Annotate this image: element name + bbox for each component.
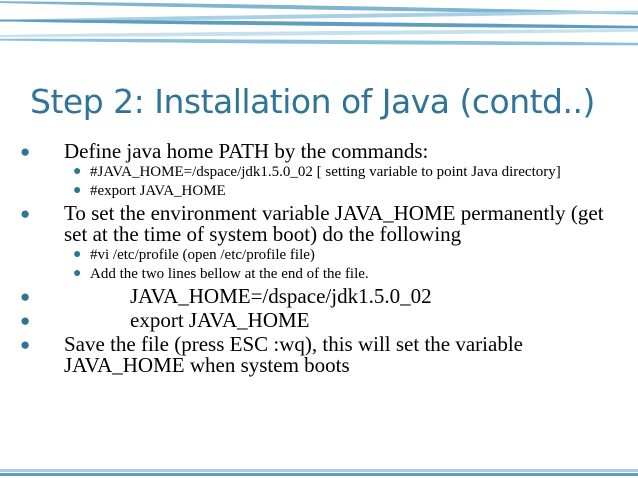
bullet-list: ● Define java home PATH by the commands:… <box>20 141 620 379</box>
decorative-wave-band-top <box>0 0 638 52</box>
list-item-text: JAVA_HOME=/dspace/jdk1.5.0_02 <box>130 284 432 308</box>
slide-title: Step 2: Installation of Java (contd..) <box>30 82 595 121</box>
list-item-text: #vi /etc/profile (open /etc/profile file… <box>90 247 315 263</box>
bullet-icon: ● <box>73 247 82 262</box>
bullet-icon: ● <box>20 311 31 330</box>
list-item: ● JAVA_HOME=/dspace/jdk1.5.0_02 <box>20 286 620 307</box>
bullet-icon: ● <box>20 204 31 223</box>
list-item-text: To set the environment variable JAVA_HOM… <box>64 201 604 246</box>
list-item: ● To set the environment variable JAVA_H… <box>20 203 620 245</box>
list-item-text: Add the two lines bellow at the end of t… <box>90 265 369 282</box>
bullet-icon: ● <box>20 287 31 306</box>
list-item: ● export JAVA_HOME <box>20 310 620 331</box>
wave-line <box>0 469 638 472</box>
wave-line <box>0 27 638 39</box>
list-item-text: export JAVA_HOME <box>130 308 310 332</box>
list-item-text: #export JAVA_HOME <box>90 182 226 199</box>
list-item-text: #JAVA_HOME=/dspace/jdk1.5.0_02 [ setting… <box>90 164 561 180</box>
list-item-text: Save the file (press ESC :wq), this will… <box>64 332 523 377</box>
list-item: ● Save the file (press ESC :wq), this wi… <box>20 334 620 376</box>
wave-line <box>0 473 638 476</box>
list-item: ● Add the two lines bellow at the end of… <box>20 265 620 283</box>
bullet-icon: ● <box>20 142 31 161</box>
bullet-icon: ● <box>73 265 82 281</box>
list-item: ● #vi /etc/profile (open /etc/profile fi… <box>20 247 620 264</box>
wave-line <box>0 18 638 30</box>
bullet-icon: ● <box>73 182 82 198</box>
wave-line <box>0 37 638 47</box>
bullet-icon: ● <box>73 164 82 179</box>
list-item: ● Define java home PATH by the commands: <box>20 141 620 162</box>
list-item: ● #export JAVA_HOME <box>20 182 620 200</box>
bullet-icon: ● <box>20 335 31 354</box>
list-item: ● #JAVA_HOME=/dspace/jdk1.5.0_02 [ setti… <box>20 164 620 181</box>
list-item-text: Define java home PATH by the commands: <box>64 139 429 163</box>
decorative-wave-band-bottom <box>0 468 638 478</box>
